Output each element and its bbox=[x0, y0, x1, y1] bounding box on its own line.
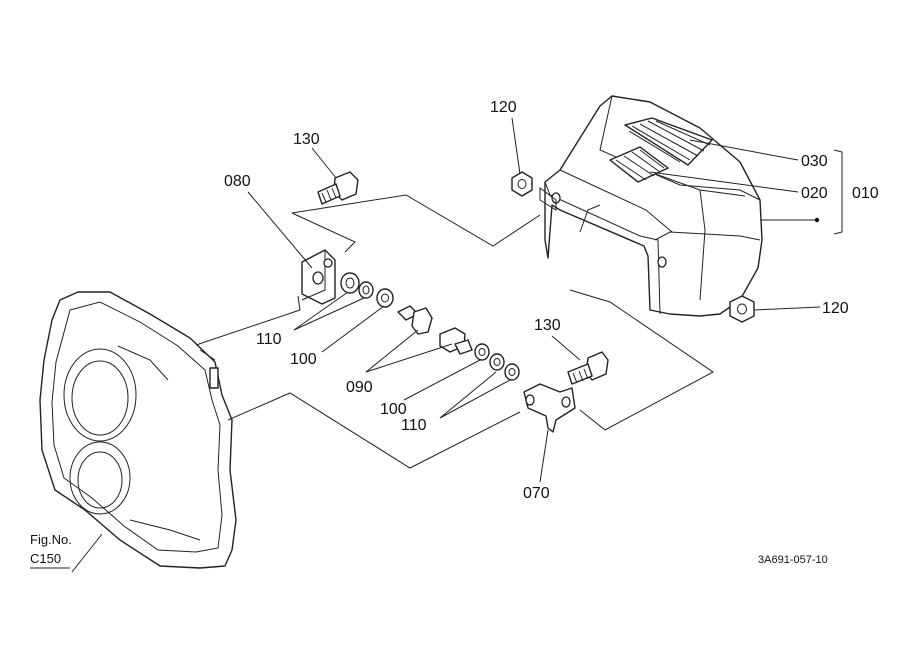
figure-ref-line2: C150 bbox=[30, 551, 61, 566]
bracket-080 bbox=[301, 249, 336, 305]
bracket-070 bbox=[523, 383, 576, 433]
label-020: 020 bbox=[801, 185, 828, 202]
bolt-130-top bbox=[317, 171, 359, 205]
label-100-left: 100 bbox=[290, 351, 317, 368]
cover-010 bbox=[539, 95, 763, 317]
label-130-top: 130 bbox=[293, 131, 320, 148]
label-080: 080 bbox=[224, 173, 251, 190]
label-120-top: 120 bbox=[490, 99, 517, 116]
label-070: 070 bbox=[523, 485, 550, 502]
label-090: 090 bbox=[346, 379, 373, 396]
label-030: 030 bbox=[801, 153, 828, 170]
assembly-guide-lines bbox=[195, 194, 714, 469]
label-110-left: 110 bbox=[256, 331, 282, 348]
label-110-mid: 110 bbox=[401, 417, 427, 434]
label-plate-030 bbox=[624, 117, 713, 166]
washer-100-left bbox=[376, 288, 394, 308]
washers-mid bbox=[474, 343, 520, 381]
figure-ref-line1: Fig.No. bbox=[30, 532, 72, 547]
drawing-code: 3A691-057-10 bbox=[758, 554, 828, 566]
label-010: 010 bbox=[852, 185, 879, 202]
bolt-130-mid bbox=[567, 351, 609, 385]
nut-120-top bbox=[511, 171, 533, 197]
nut-120-right bbox=[729, 295, 755, 323]
bolt-090-right bbox=[439, 327, 473, 355]
label-100-mid: 100 bbox=[380, 401, 407, 418]
lower-bore bbox=[69, 441, 131, 515]
bolt-090-left bbox=[397, 305, 433, 335]
label-130-mid: 130 bbox=[534, 317, 561, 334]
washers-110-left bbox=[340, 272, 374, 299]
flywheel-housing bbox=[39, 291, 237, 569]
upper-bore bbox=[63, 348, 137, 442]
label-120-right: 120 bbox=[822, 300, 849, 317]
leader-lines bbox=[30, 117, 843, 573]
